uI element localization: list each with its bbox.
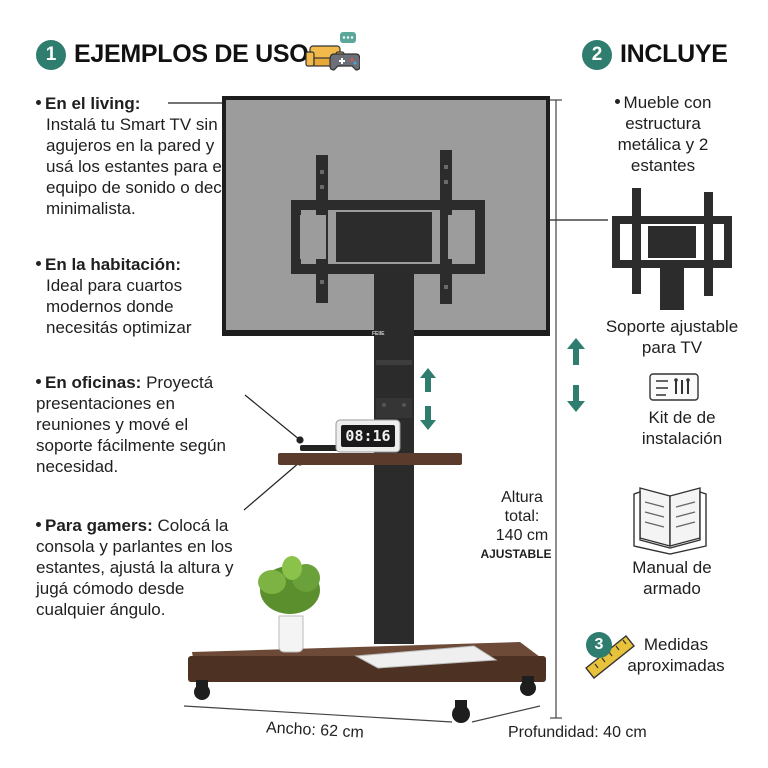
measurement-lines [183,99,562,723]
height-adjust-arrows [420,368,436,430]
use-text: Proyectá presentaciones en reuniones y m… [36,373,226,476]
use-case-bedroom: En la habitación: Ideal para cuartos mod… [36,255,226,338]
use-text: Colocá la consola y parlantes en los est… [36,516,234,619]
include-item-furniture: Mueble con estructura metálica y 2 estan… [598,92,728,176]
use-case-living: En el living: Instalá tu Smart TV sin ag… [36,94,246,219]
caster-wheels [194,676,536,723]
use-title: En la habitación: [45,255,182,274]
sofa-gamepad-icon [305,32,360,71]
bullet-dot [614,99,620,105]
includes-heading: INCLUYE [620,40,728,68]
included-tv-bracket-icon [612,188,732,310]
bullet-dot [36,100,41,106]
include-item-manual: Manual de armado [632,558,712,598]
height-value: 140 cm [495,527,549,544]
use-title: En oficinas: [45,373,142,392]
vesa-bracket [291,150,485,304]
include-label: Mueble con estructura metálica y 2 estan… [617,93,712,175]
alarm-clock [335,419,401,453]
section-number-badge: 3 [586,632,612,658]
include-item-kit: Kit de de instalación [641,408,723,448]
ruler-icon [585,635,635,679]
bullet-dot [36,261,41,267]
include-item-bracket: Soporte ajustable para TV [605,317,739,357]
use-title: Para gamers: [45,516,153,535]
use-text: Ideal para cuartos modernos donde necesi… [46,276,192,337]
tv-brand-label: FEIIE [372,331,385,337]
base-shelf [188,642,546,682]
height-label: Altura total: [501,489,543,525]
height-note: AJUSTABLE [480,547,552,561]
bullet-dot [36,522,41,528]
uses-heading: EJEMPLOS DE USO [74,40,309,68]
depth-label: Profundidad: 40 cm [508,724,647,741]
upper-shelf [278,445,462,465]
manual-book-icon [633,487,707,555]
use-case-office: En oficinas: Proyectá presentaciones en … [36,372,246,477]
section-number-badge: 2 [582,40,612,70]
use-case-gamers: Para gamers: Colocá la consola y parlant… [36,515,241,620]
measures-label: Medidas aproximadas [627,635,725,675]
installation-kit-icon [649,373,699,401]
bullet-dot [36,379,41,385]
use-text: Instalá tu Smart TV sin agujeros en la p… [46,115,232,218]
use-title: En el living: [45,94,141,113]
clock-time: 08:16 [345,427,391,445]
section-number-badge: 1 [36,40,66,70]
total-height-arrows [567,338,585,412]
potted-plant [258,556,320,653]
